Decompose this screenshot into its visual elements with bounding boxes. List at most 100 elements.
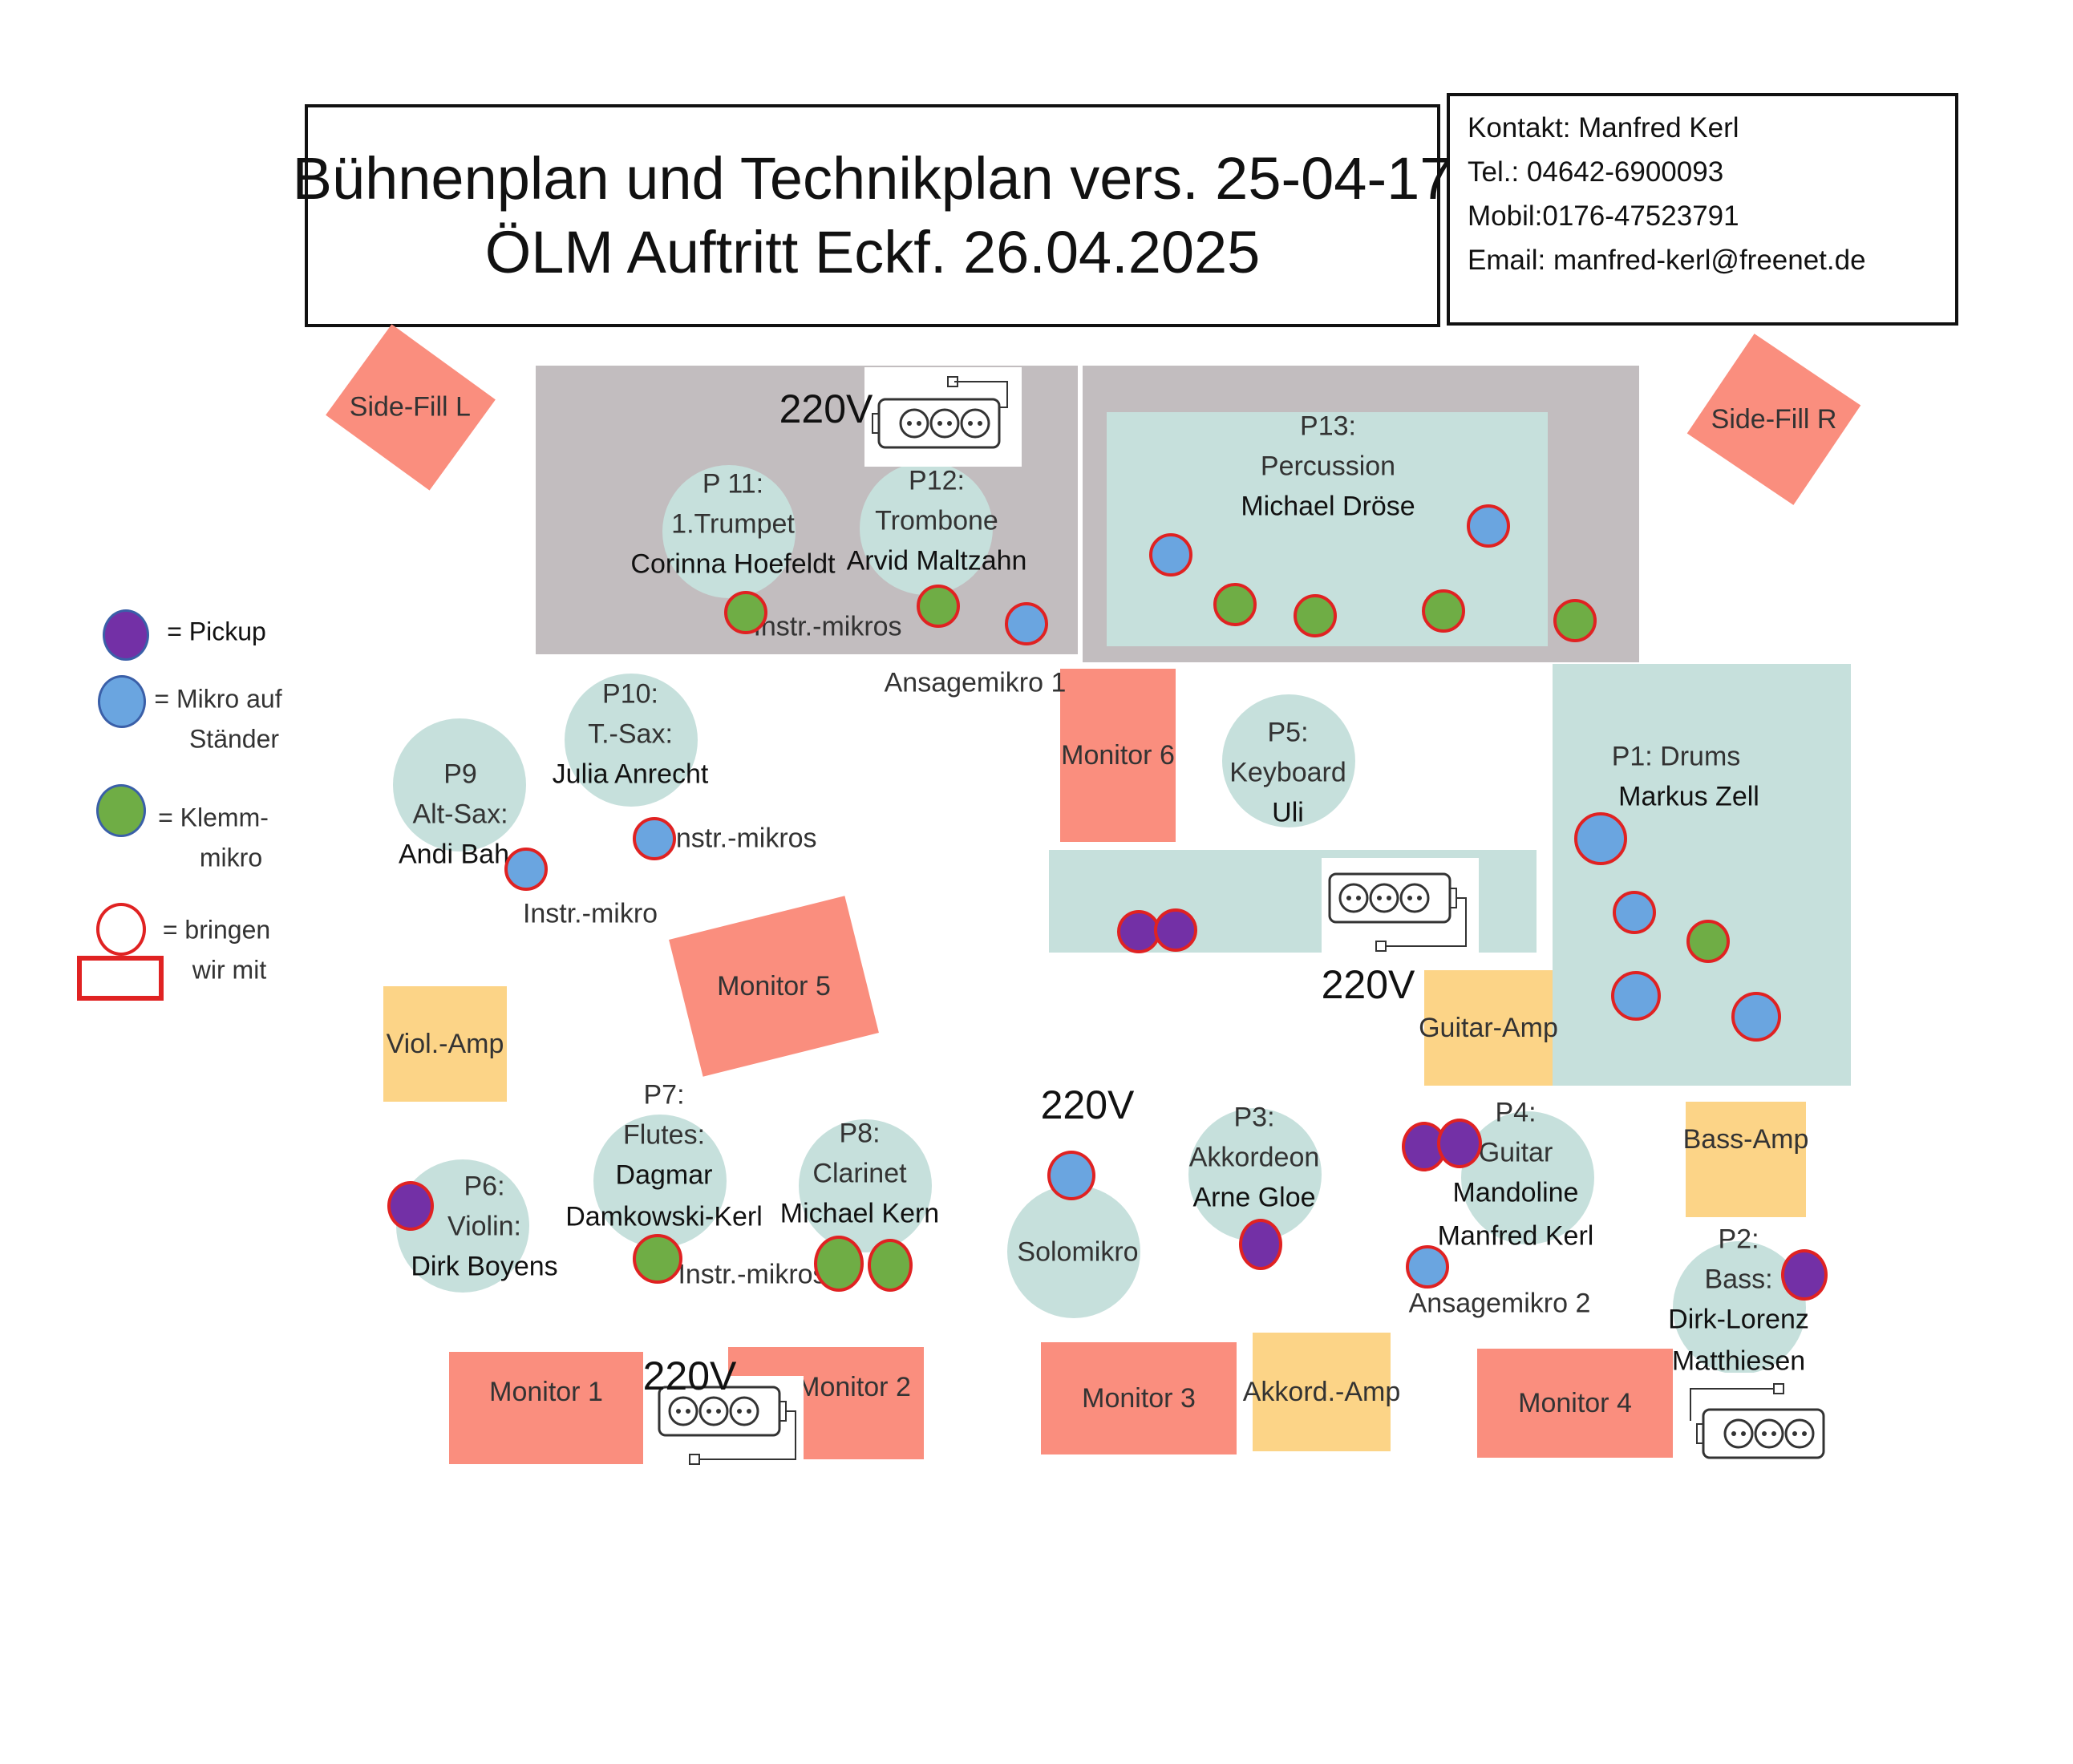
p13-id: P13:: [1300, 411, 1356, 442]
legend-bring-circle-icon: [96, 903, 146, 956]
instr-mikros-label: Instr.-mikros: [753, 611, 902, 642]
p3-instrument: Akkordeon: [1188, 1142, 1320, 1173]
p7-name-1: Dagmar: [615, 1159, 713, 1191]
power-strip-icon: [651, 1376, 804, 1472]
position-circle-p9: [393, 718, 526, 852]
p13-name: Michael Dröse: [1241, 491, 1415, 522]
ansagemikro-1-label: Ansagemikro 1: [884, 667, 1067, 698]
pickup: [1437, 1119, 1482, 1168]
stand-mic: [1005, 602, 1048, 645]
contact-name: Kontakt: Manfred Kerl: [1468, 112, 1739, 144]
p2-name-2: Matthiesen: [1671, 1345, 1806, 1377]
power-strip-icon: [1687, 1373, 1840, 1472]
legend-mic-stand-icon: [98, 675, 146, 728]
p7-name-2: Damkowski-Kerl: [565, 1201, 763, 1232]
clip-mic: [1422, 589, 1465, 633]
clip-mic: [917, 585, 960, 628]
stand-mic: [1406, 1245, 1449, 1289]
p10-instrument: T.-Sax:: [588, 718, 673, 750]
instr-mikro-label: Instr.-mikro: [522, 898, 658, 929]
bass-amp-label: Bass-Amp: [1682, 1123, 1809, 1155]
p2-instrument: Bass:: [1704, 1264, 1773, 1295]
legend-klemm-label-1: = Klemm-: [158, 803, 269, 832]
p10-name: Julia Anrecht: [552, 759, 709, 790]
power-label: 220V: [642, 1353, 737, 1398]
p8-instrument: Clarinet: [812, 1158, 907, 1189]
power-strip-icon: [1322, 858, 1479, 957]
position-circle-p5: [1222, 694, 1355, 827]
legend-mikro-label-1: = Mikro auf: [154, 684, 282, 714]
p4-name: Manfred Kerl: [1437, 1220, 1594, 1252]
position-circle-p11: [662, 465, 796, 598]
monitor-6: Monitor 6: [1060, 669, 1176, 842]
p3-name: Arne Gloe: [1192, 1182, 1316, 1213]
p12-name: Arvid Maltzahn: [846, 545, 1027, 577]
power-strip-icon: [864, 367, 1022, 467]
p4-instrument: Guitar: [1478, 1137, 1553, 1168]
monitor-6-label: Monitor 6: [1061, 739, 1175, 771]
p11-id: P 11:: [702, 468, 764, 500]
title-line-1: Bühnenplan und Technikplan vers. 25-04-1…: [292, 144, 1453, 212]
p6-name: Dirk Boyens: [411, 1251, 558, 1282]
side-fill-l: Side-Fill L: [326, 324, 496, 491]
p5-instrument: Keyboard: [1229, 757, 1346, 788]
pickup: [1154, 908, 1197, 952]
p4-id: P4:: [1495, 1097, 1537, 1128]
position-circle-solo: [1007, 1185, 1140, 1318]
position-circle-p7: [593, 1115, 727, 1248]
p10-id: P10:: [602, 678, 658, 710]
monitor-3: Monitor 3: [1041, 1342, 1237, 1454]
p11-instrument: 1.Trumpet: [671, 508, 795, 540]
clip-mic: [1553, 599, 1597, 642]
viol-amp: Viol.-Amp: [383, 986, 507, 1102]
p3-id: P3:: [1233, 1102, 1275, 1133]
p6-instrument: Violin:: [447, 1211, 521, 1242]
p9-name: Andi Bah: [399, 839, 509, 870]
clip-mic: [1213, 583, 1257, 626]
pickup: [1781, 1249, 1828, 1301]
stand-mic: [1613, 891, 1656, 934]
p7-id: P7:: [643, 1079, 685, 1111]
monitor-2-label: Monitor 2: [797, 1371, 911, 1402]
side-fill-r: Side-Fill R: [1686, 334, 1861, 505]
power-label: 220V: [779, 386, 873, 431]
contact-tel: Tel.: 04642-6900093: [1468, 156, 1724, 188]
stand-mic: [1047, 1151, 1095, 1200]
title-box: Bühnenplan und Technikplan vers. 25-04-1…: [293, 104, 1452, 327]
p13-instrument: Percussion: [1260, 451, 1396, 482]
akkord-amp: Akkord.-Amp: [1243, 1333, 1400, 1451]
clip-mic: [814, 1236, 864, 1292]
legend-pickup-icon: [103, 609, 149, 661]
viol-amp-label: Viol.-Amp: [386, 1028, 504, 1059]
monitor-4-label: Monitor 4: [1518, 1387, 1632, 1418]
stand-mic: [1574, 812, 1627, 865]
monitor-5-label: Monitor 5: [717, 970, 831, 1001]
side-fill-l-label: Side-Fill L: [350, 391, 472, 423]
monitor-3-label: Monitor 3: [1082, 1382, 1196, 1414]
guitar-amp: Guitar-Amp: [1419, 970, 1558, 1086]
clip-mic: [1294, 594, 1337, 637]
p11-name: Corinna Hoefeldt: [630, 548, 836, 580]
side-fill-r-label: Side-Fill R: [1711, 403, 1837, 435]
monitor-1-label: Monitor 1: [489, 1376, 603, 1407]
legend-mikro-label-2: Ständer: [188, 724, 280, 754]
instr-mikros-label: Instr.-mikros: [678, 1259, 827, 1290]
monitor-4: Monitor 4: [1477, 1349, 1673, 1458]
p2-name-1: Dirk-Lorenz: [1668, 1304, 1809, 1335]
clip-mic: [868, 1239, 913, 1292]
p1-name: Markus Zell: [1618, 781, 1759, 812]
position-circle-p10: [565, 674, 698, 807]
legend-klemm-label-2: mikro: [199, 843, 263, 872]
legend-clip-mic-icon: [96, 784, 146, 837]
p8-id: P8:: [839, 1118, 881, 1149]
ansagemikro-2-label: Ansagemikro 2: [1408, 1288, 1591, 1319]
p9-instrument: Alt-Sax:: [412, 799, 508, 830]
stand-mic: [504, 848, 548, 891]
pickup: [387, 1181, 434, 1231]
legend-pickup-label: = Pickup: [167, 617, 266, 646]
p12-instrument: Trombone: [875, 505, 998, 536]
legend-bringen-label-1: = bringen: [162, 915, 271, 945]
p9-id: P9: [443, 759, 477, 790]
p2-id: P2:: [1718, 1224, 1759, 1255]
p4-instrument-2: Mandoline: [1452, 1177, 1579, 1208]
